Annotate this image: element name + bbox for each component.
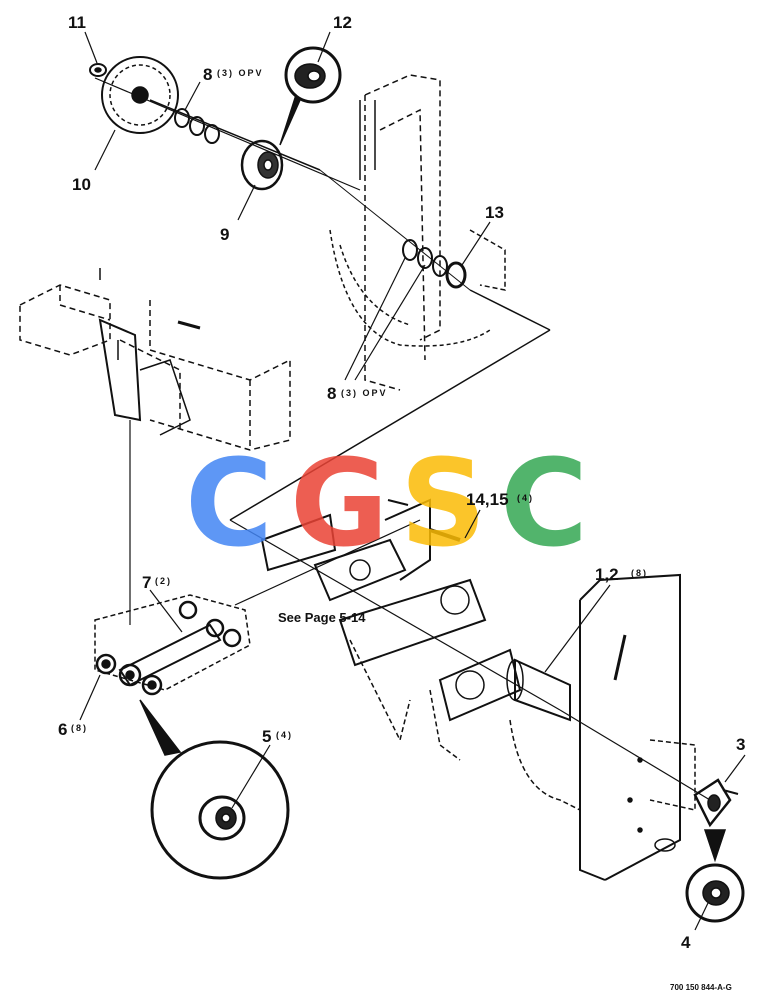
callout-11: 11 bbox=[68, 13, 86, 32]
washers-part-8-lower bbox=[402, 239, 448, 277]
roller-part-6 bbox=[95, 600, 242, 696]
callout-13: 13 bbox=[485, 203, 504, 222]
bearing-detail-part-4 bbox=[685, 829, 745, 923]
callout-6: 6 bbox=[58, 720, 67, 739]
nut-part-11 bbox=[89, 63, 107, 77]
callout-5-qty: (4) bbox=[276, 730, 293, 740]
callout-12: 12 bbox=[333, 13, 352, 32]
callout-9: 9 bbox=[220, 225, 229, 244]
callout-6-qty: (8) bbox=[71, 723, 88, 733]
upright-plate-upper bbox=[364, 74, 441, 391]
watermark-letter-c1: C bbox=[185, 435, 273, 574]
watermark-letter-s: S bbox=[400, 435, 486, 574]
lower-link-assembly bbox=[94, 594, 290, 880]
callout-8-lower: 8 bbox=[327, 384, 336, 403]
see-page-note: See Page 5-14 bbox=[278, 610, 366, 625]
collar-part-13 bbox=[445, 261, 467, 289]
callout-3: 3 bbox=[736, 735, 745, 754]
callout-1-2: 1,2 bbox=[595, 565, 619, 584]
left-bracket-assembly bbox=[19, 268, 291, 625]
callout-14-15-qty: (4) bbox=[517, 493, 534, 503]
cgsc-watermark: C G S C bbox=[185, 435, 588, 574]
callout-14-15: 14,15 bbox=[466, 490, 509, 509]
callout-8-upper: 8 bbox=[203, 65, 212, 84]
flange-bearing-part-3 bbox=[693, 778, 739, 828]
callout-10: 10 bbox=[72, 175, 91, 194]
callout-5: 5 bbox=[262, 727, 271, 746]
bearing-detail-part-12 bbox=[279, 46, 342, 146]
watermark-letter-g: G bbox=[290, 435, 389, 574]
sprocket-part-10 bbox=[101, 56, 179, 134]
lower-right-frame bbox=[506, 573, 745, 923]
drawing-number: 700 150 844-A-G bbox=[670, 983, 732, 992]
callout-1-2-qty: (8) bbox=[631, 568, 648, 578]
bearing-detail-part-5 bbox=[139, 699, 290, 880]
callout-8-upper-qty: (3) OPV bbox=[217, 68, 264, 78]
center-roller-assembly bbox=[229, 498, 561, 761]
upper-assembly bbox=[89, 46, 551, 521]
callout-7: 7 bbox=[142, 573, 151, 592]
washers-part-8-upper bbox=[174, 108, 220, 144]
callout-4: 4 bbox=[681, 933, 691, 952]
callout-8-lower-qty: (3) OPV bbox=[341, 388, 388, 398]
flange-bearing-part-9 bbox=[240, 139, 284, 191]
watermark-letter-c2: C bbox=[500, 435, 588, 574]
callout-labels: 11 12 8 (3) OPV 10 9 13 8 (3) OPV 14,15 … bbox=[58, 13, 745, 992]
leader-lines bbox=[79, 31, 746, 931]
callout-7-qty: (2) bbox=[155, 576, 172, 586]
